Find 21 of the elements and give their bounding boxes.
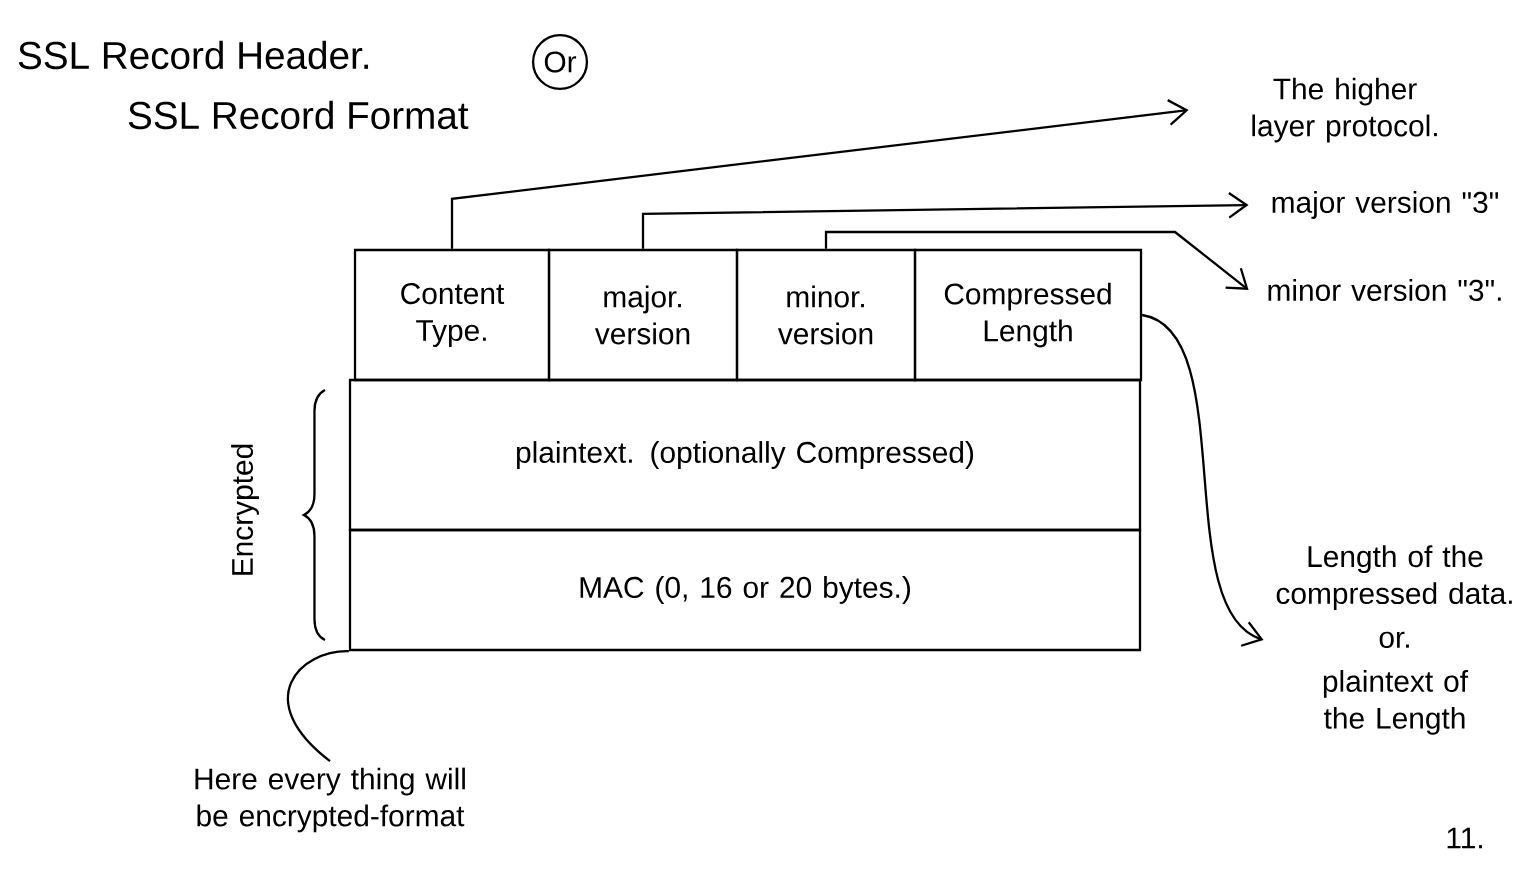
arrow [1141,313,1264,647]
note-text: minor version "3". [1268,279,1501,301]
record-field-box: plaintext. (optionally Compressed) [348,378,1142,532]
note-text: major version "3" [1272,191,1499,219]
note-text: The higher layer protocol. [1252,77,1437,143]
leader-line [287,650,349,763]
record-field-box: Content Type. [353,248,551,382]
note-text: Here every thing will be encrypted-format [195,767,465,833]
side-label: Encrypted [231,444,259,575]
arrow [641,192,1249,249]
page-number: 11. [1447,827,1482,849]
circled-word: Or [531,33,589,91]
record-field-box: major. version [547,248,739,382]
record-field-box: minor. version [735,248,917,382]
note-text: Length of the compressed data. or. plaintext of the Length [1276,545,1512,735]
arrow [824,230,1249,290]
record-field-box: Compressed Length [913,248,1143,382]
title: SSL Record Header. [18,40,369,70]
record-field-box: MAC (0, 16 or 20 bytes.) [348,528,1142,652]
arrow [450,99,1189,249]
heading: SSL Record Format [128,100,469,130]
